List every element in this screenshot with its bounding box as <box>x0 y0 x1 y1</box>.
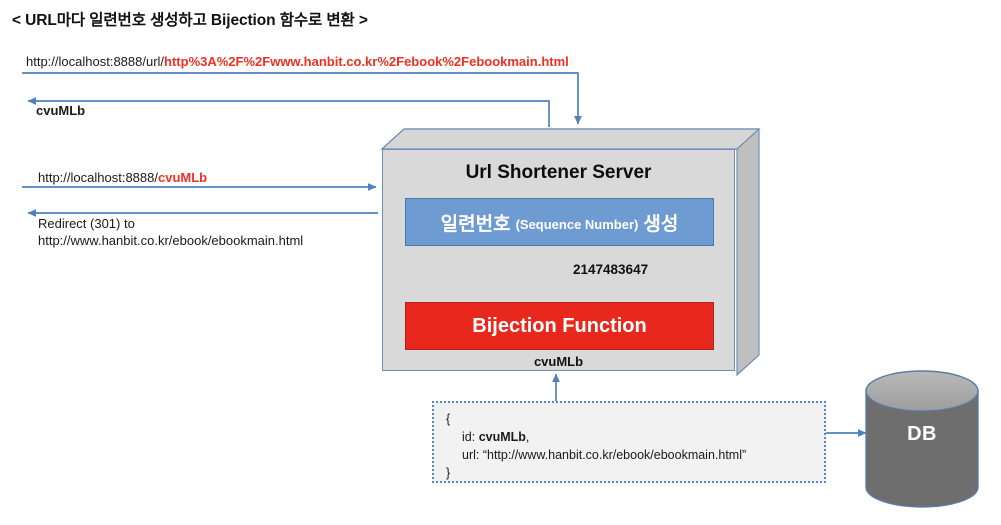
payload-url-key: url: <box>462 448 483 463</box>
sequence-number-value: 2147483647 <box>573 262 649 277</box>
url-shortener-server: Url Shortener Server 일련번호 (Sequence Numb… <box>375 128 760 376</box>
payload-url-line: url: “http://www.hanbit.co.kr/ebook/eboo… <box>446 446 812 464</box>
redirect-status-line: Redirect (301) to <box>38 216 135 231</box>
label-shorten-response: cvuMLb <box>36 103 86 118</box>
resolve-request-prefix: http://localhost:8888/ <box>38 170 158 185</box>
server-front-face: Url Shortener Server 일련번호 (Sequence Numb… <box>382 149 735 371</box>
arrow-shorten-request <box>22 72 582 125</box>
payload-open-brace: { <box>446 412 451 426</box>
db-record-payload: { id: cvuMLb, url: “http://www.hanbit.co… <box>432 401 826 483</box>
payload-id-key: id: <box>462 430 479 445</box>
page-title: < URL마다 일련번호 생성하고 Bijection 함수로 변환 > <box>12 12 368 29</box>
sequence-number-generator: 일련번호 (Sequence Number) 생성 <box>405 198 714 246</box>
sequence-label-en: (Sequence Number) <box>515 216 639 232</box>
label-shorten-request: http://localhost:8888/url/http%3A%2F%2Fw… <box>26 54 569 71</box>
sequence-label-ko-prefix: 일련번호 <box>440 213 511 235</box>
bijection-function-box: Bijection Function <box>405 302 714 350</box>
bijection-output-value: cvuMLb <box>533 354 584 369</box>
payload-id-value: cvuMLb <box>478 430 526 445</box>
redirect-target-url: http://www.hanbit.co.kr/ebook/ebookmain.… <box>38 232 304 248</box>
shorten-request-encoded-url: http%3A%2F%2Fwww.hanbit.co.kr%2Febook%2F… <box>164 54 569 69</box>
label-resolve-request: http://localhost:8888/cvuMLb <box>38 170 207 187</box>
server-name: Url Shortener Server <box>465 162 652 183</box>
payload-id-line: id: cvuMLb, <box>446 428 812 446</box>
db-cylinder-shape <box>865 370 979 508</box>
sequence-label-ko-suffix: 생성 <box>643 213 679 235</box>
shorten-request-prefix: http://localhost:8888/url/ <box>26 54 165 69</box>
payload-close-brace: } <box>446 466 451 481</box>
payload-id-comma: , <box>525 430 530 445</box>
payload-url-value: “http://www.hanbit.co.kr/ebook/ebookmain… <box>482 448 747 463</box>
label-redirect-response: Redirect (301) to http://www.hanbit.co.k… <box>38 216 303 249</box>
resolve-request-id: cvuMLb <box>157 170 208 185</box>
database-label: DB <box>907 423 937 445</box>
arrow-shorten-response <box>27 97 550 127</box>
database-node: DB <box>866 371 978 507</box>
